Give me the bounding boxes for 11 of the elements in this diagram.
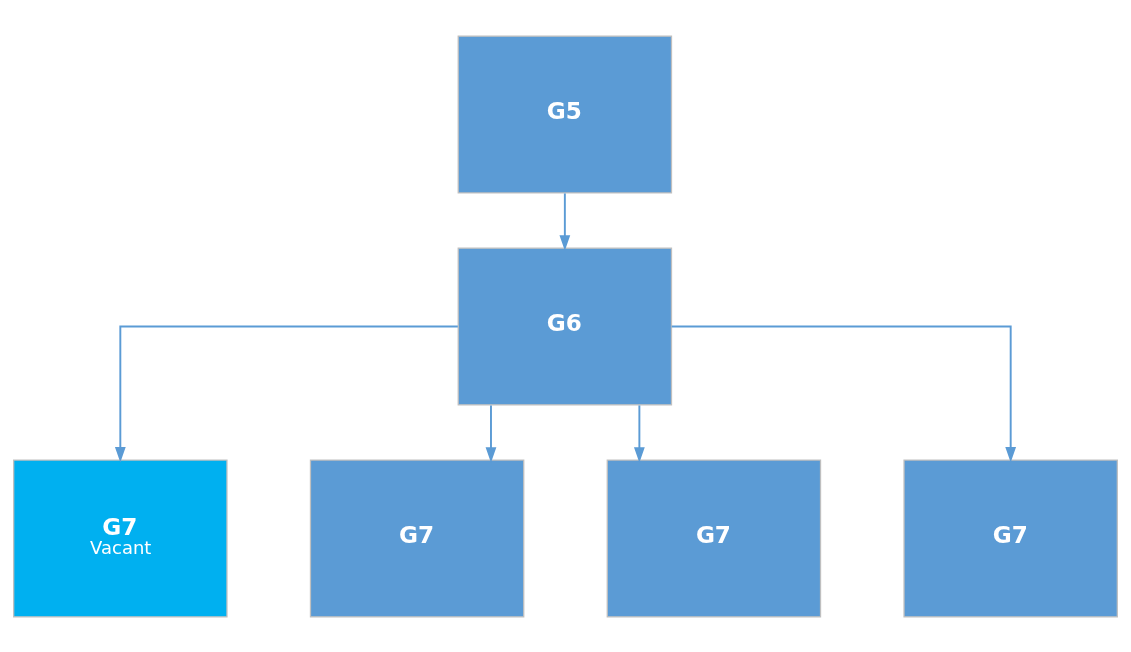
node-box: G7 Vacant [13, 459, 228, 617]
node-box: G7 [309, 459, 525, 617]
arrow [633, 403, 645, 463]
arrow [559, 192, 571, 251]
node-box: G5 [457, 35, 673, 193]
arrow [485, 403, 497, 463]
node-box: G6 [457, 247, 673, 405]
arrow [670, 325, 1017, 462]
arrow [114, 325, 459, 462]
node-box: G7 [606, 459, 822, 617]
node-box: G7 [903, 459, 1118, 617]
